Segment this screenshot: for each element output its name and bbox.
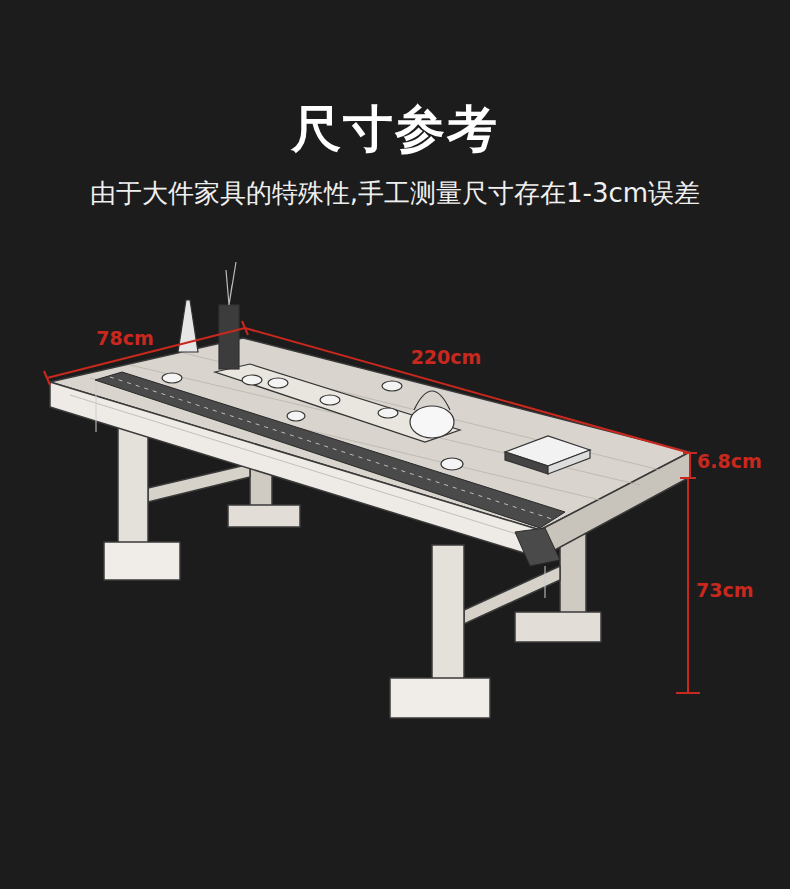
dimension-label: 78cm — [96, 327, 154, 349]
table-foot — [228, 505, 300, 527]
table-foot — [390, 678, 490, 718]
dimension-lines — [44, 321, 700, 693]
table-leg — [432, 545, 464, 681]
runner-tail — [515, 528, 560, 566]
dimension-label: 220cm — [411, 346, 482, 368]
table-front-edge — [50, 382, 540, 558]
table-foot — [515, 612, 601, 642]
tea-tray — [215, 364, 460, 442]
dimension-label: 6.8cm — [697, 450, 762, 472]
page-caption: 由于大件家具的特殊性,手工测量尺寸存在1-3cm误差 — [0, 176, 790, 211]
table-foot — [104, 542, 180, 580]
dimension-label: 73cm — [696, 579, 754, 601]
table-stretcher — [148, 464, 250, 502]
page-title: 尺寸参考 — [0, 96, 790, 163]
teapot — [410, 406, 454, 438]
vase — [219, 305, 239, 369]
table-stretcher — [464, 566, 560, 624]
table-runner — [95, 372, 565, 528]
